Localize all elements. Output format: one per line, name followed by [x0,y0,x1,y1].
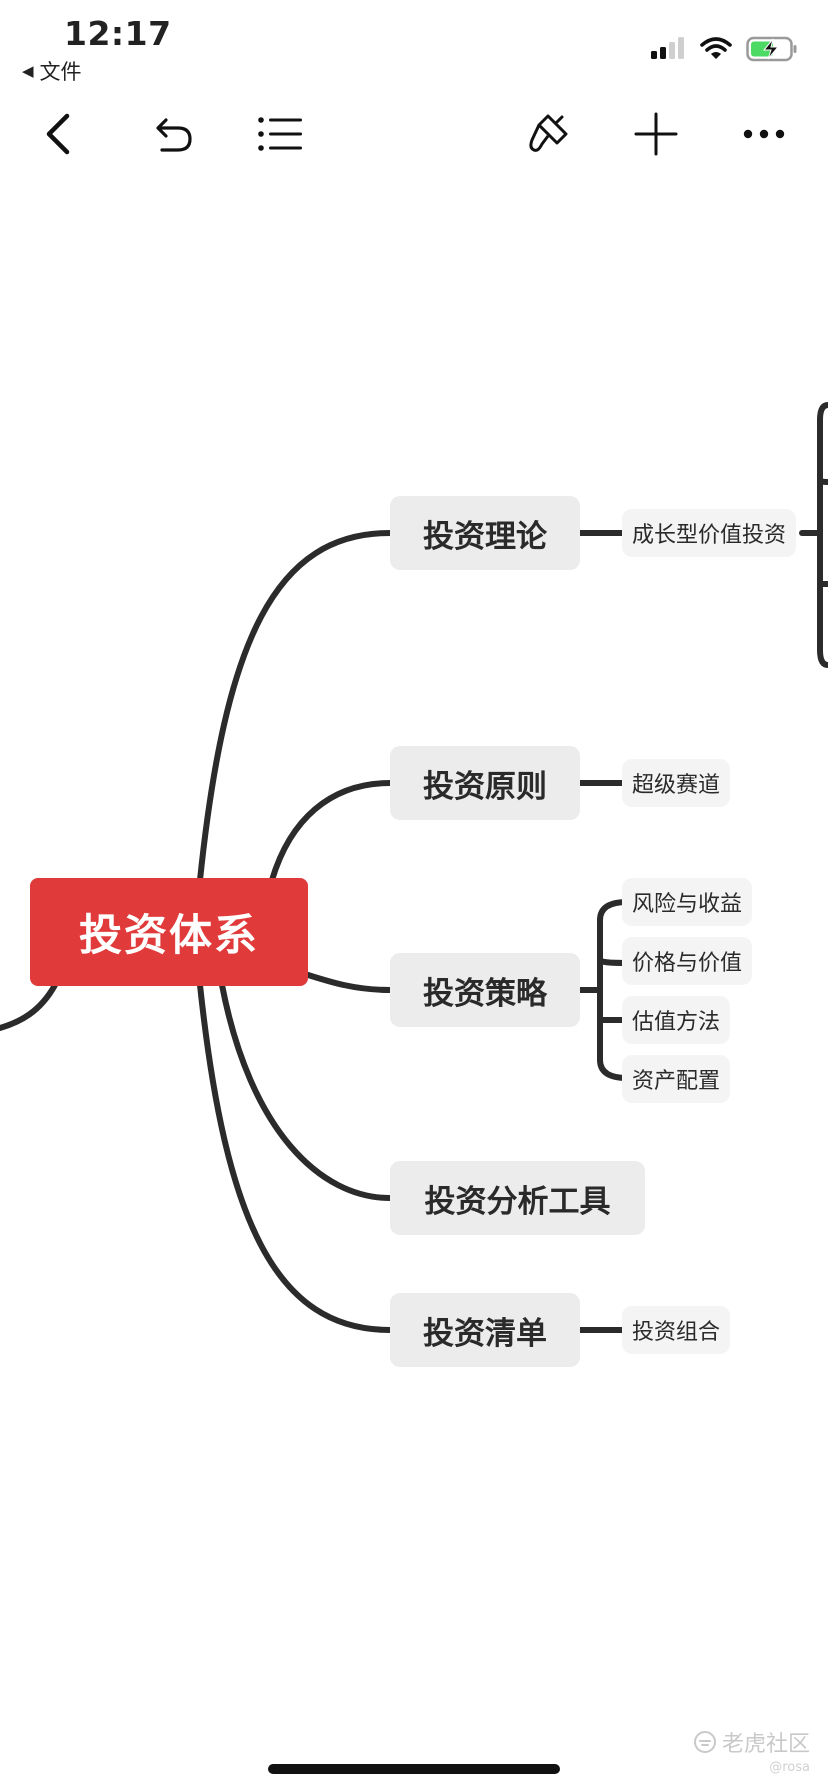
branch-node-principles[interactable]: 投资原则 [390,746,580,820]
mindmap-root-node[interactable]: 投资体系 [30,878,308,986]
outline-list-icon [258,117,302,151]
leaf-node-risk-return[interactable]: 风险与收益 [622,878,753,926]
format-button[interactable] [520,106,576,162]
leaf-node-portfolio[interactable]: 投资组合 [622,1306,731,1354]
leaf-node-super-track[interactable]: 超级赛道 [622,759,731,807]
branch-node-strategy[interactable]: 投资策略 [390,953,580,1027]
back-chevron-icon [46,113,70,155]
undo-icon [156,118,192,152]
battery-charging-icon [746,36,797,62]
add-button[interactable] [628,106,684,162]
outline-button[interactable] [252,106,308,162]
watermark-brand: 老虎社区 [721,1732,810,1757]
back-button[interactable] [30,106,86,162]
back-triangle-icon: ◀ [22,62,34,80]
back-to-app-link[interactable]: ◀ 文件 [22,56,82,86]
leaf-node-growth-value[interactable]: 成长型价值投资 [622,509,797,557]
branch-node-analysis-tools[interactable]: 投资分析工具 [390,1161,645,1235]
watermark: 老虎社区 [692,1726,810,1758]
status-icons [650,36,798,62]
mindmap-canvas[interactable]: 投资体系 投资理论 投资原则 投资策略 投资分析工具 投资清单 成长型价值投资 … [0,180,828,1740]
cellular-signal-icon [651,37,684,59]
watermark-user: @rosa [769,1760,810,1775]
undo-button[interactable] [144,106,200,162]
status-bar: 12:17 ◀ 文件 [0,0,828,84]
branch-node-theory[interactable]: 投资理论 [390,496,580,570]
tiger-logo-icon [693,1731,716,1753]
back-to-app-label: 文件 [39,60,82,84]
toolbar [0,96,828,172]
home-indicator[interactable] [268,1764,560,1774]
leaf-node-price-value[interactable]: 价格与价值 [622,937,753,985]
leaf-node-asset-allocation[interactable]: 资产配置 [622,1055,731,1103]
add-icon [634,112,678,156]
branch-node-checklist[interactable]: 投资清单 [390,1293,580,1367]
mindmap-connectors [0,402,828,1333]
leaf-node-valuation[interactable]: 估值方法 [622,996,731,1044]
wifi-icon [700,37,732,59]
more-button[interactable] [736,106,792,162]
status-time: 12:17 [64,14,172,53]
brush-icon [529,114,568,152]
more-icon [743,129,785,139]
